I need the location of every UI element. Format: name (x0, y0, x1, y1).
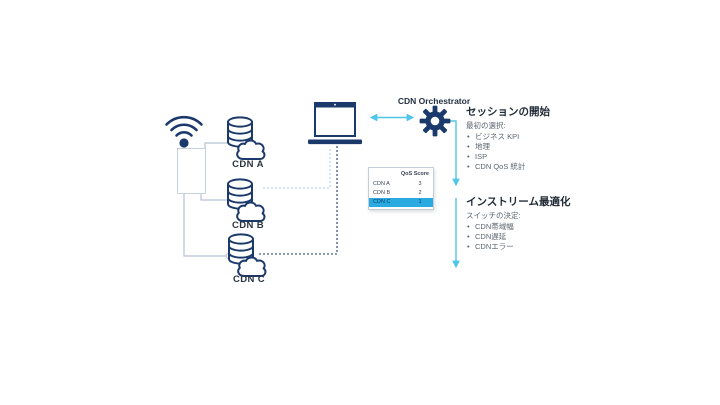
qos-row-name: CDN C (373, 199, 391, 205)
qos-row-score: 3 (418, 181, 422, 187)
bullet-item: CDN QoS 統計 (466, 162, 596, 172)
wifi-icon (165, 115, 203, 148)
session-start-section: セッションの開始 最初の選択: ビジネス KPI 地理 ISP CDN QoS … (466, 106, 596, 172)
access-point-box (177, 148, 206, 194)
instream-optimization-title: インストリーム最適化 (466, 196, 571, 208)
link-ap-cdn-c (183, 192, 226, 257)
cdn-a-icon (227, 116, 266, 160)
gear-icon (419, 105, 451, 137)
cdn-c-icon (228, 233, 267, 277)
arrow-orchestrator-session (450, 120, 460, 187)
bullet-item: CDN遅延 (466, 232, 596, 242)
qos-row-name: CDN B (373, 190, 391, 196)
qos-row-score: 1 (418, 199, 422, 205)
instream-optimization-bullets: CDN帯域幅 CDN遅延 CDNエラー (466, 222, 596, 252)
orchestrator-label: CDN Orchestrator (397, 96, 471, 106)
link-ap-cdn-b (200, 192, 229, 201)
link-ap-cdn-a (204, 142, 231, 150)
bullet-item: ISP (466, 152, 596, 162)
cdn-c-label: CDN C (232, 274, 266, 285)
instream-optimization-subtitle: スイッチの決定: (466, 211, 521, 220)
qos-row-score: 2 (418, 190, 422, 196)
bullet-item: CDN帯域幅 (466, 222, 596, 232)
qos-row-cdn-b: CDN B 2 (369, 189, 433, 198)
cdn-a-label: CDN A (232, 159, 264, 170)
laptop-icon (308, 102, 362, 145)
qos-row-name: CDN A (373, 181, 390, 187)
qos-score-table: QoS Score CDN A 3 CDN B 2 CDN C 1 (368, 167, 434, 210)
dotted-link-cdn-c-laptop (259, 146, 338, 255)
session-start-bullets: ビジネス KPI 地理 ISP CDN QoS 統計 (466, 132, 596, 172)
bullet-item: ビジネス KPI (466, 132, 596, 142)
qos-row-cdn-c-highlighted: CDN C 1 (369, 198, 433, 207)
session-start-subtitle: 最初の選択: (466, 121, 506, 130)
instream-optimization-section: インストリーム最適化 スイッチの決定: CDN帯域幅 CDN遅延 CDNエラー (466, 196, 596, 252)
bullet-item: CDNエラー (466, 242, 596, 252)
qos-table-header: QoS Score (400, 171, 429, 177)
cdn-b-label: CDN B (231, 220, 265, 231)
bullet-item: 地理 (466, 142, 596, 152)
qos-row-cdn-a: CDN A 3 (369, 180, 433, 189)
cdn-b-icon (227, 178, 266, 222)
session-start-title: セッションの開始 (466, 106, 550, 118)
